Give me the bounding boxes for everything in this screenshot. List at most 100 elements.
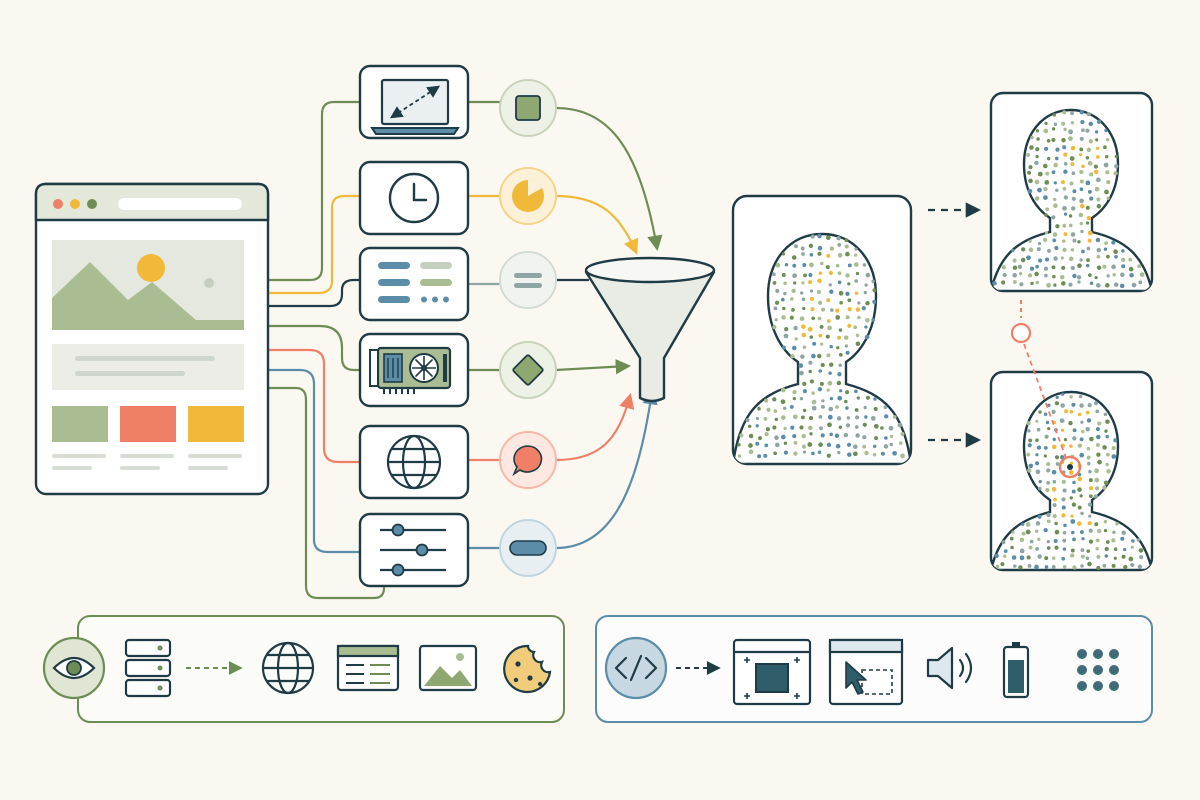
fingerprint-dot — [1046, 468, 1051, 473]
graphics-card-icon — [369, 346, 452, 394]
fingerprint-dot — [811, 399, 817, 405]
fingerprint-dot — [872, 453, 877, 457]
fingerprint-dot — [1019, 548, 1025, 554]
fingerprint-dot — [865, 300, 870, 306]
fingerprint-dot — [809, 289, 814, 293]
fingerprint-dot — [1076, 275, 1082, 280]
fingerprint-dot — [1131, 282, 1137, 288]
fingerprint-dot — [821, 404, 825, 409]
fingerprint-dot — [783, 333, 789, 339]
fingerprint-dot — [1044, 231, 1049, 235]
fingerprint-dot — [1028, 239, 1032, 243]
fingerprint-dot — [1003, 554, 1007, 558]
fingerprint-dot — [1086, 258, 1090, 262]
fingerprint-dot — [774, 417, 779, 422]
fingerprint-dot — [1095, 177, 1101, 183]
fingerprint-dot — [1043, 412, 1048, 416]
fingerprint-dot — [1113, 171, 1118, 176]
fingerprint-dot — [837, 252, 843, 258]
fingerprint-dot — [792, 434, 797, 439]
fingerprint-dot — [1130, 545, 1134, 549]
fingerprint-dot — [1093, 164, 1098, 169]
fingerprint-dot — [1052, 437, 1056, 442]
fingerprint-dot — [836, 380, 842, 386]
fingerprint-dot — [1079, 169, 1084, 175]
signal-box-fonts-list — [358, 246, 470, 322]
fingerprint-dot — [1053, 203, 1058, 208]
fingerprint-dot — [872, 444, 877, 449]
fingerprint-dot — [1043, 527, 1048, 533]
fingerprint-dot — [1046, 480, 1050, 485]
fingerprint-dot — [798, 363, 804, 368]
fingerprint-dot — [1063, 523, 1067, 528]
fingerprint-dot — [1044, 213, 1048, 217]
fingerprint-dot — [1069, 395, 1073, 399]
fingerprint-dot — [1121, 530, 1126, 535]
fingerprint-dot — [1037, 486, 1042, 491]
profile-card-b — [989, 370, 1154, 572]
fingerprint-dot — [1051, 486, 1057, 492]
fingerprint-dot — [871, 279, 875, 284]
fingerprint-dot — [1070, 145, 1076, 151]
fingerprint-dot — [1087, 502, 1093, 507]
fingerprint-dot — [847, 298, 852, 303]
fingerprint-dot — [1086, 455, 1091, 460]
fingerprint-dot — [1128, 266, 1134, 272]
fingerprint-dot — [774, 435, 779, 441]
fingerprint-dot — [1061, 239, 1066, 243]
fingerprint-dot — [1060, 180, 1065, 185]
connector-settings — [266, 368, 362, 554]
fingerprint-dot — [1061, 505, 1066, 510]
fingerprint-dot — [1053, 283, 1057, 287]
fingerprint-dot — [1089, 172, 1094, 177]
fingerprint-dot — [1035, 438, 1039, 442]
fingerprint-dot — [1128, 556, 1134, 562]
fingerprint-dot — [1129, 272, 1134, 278]
fingerprint-dot — [807, 326, 813, 332]
fingerprint-dot — [1037, 187, 1042, 193]
fingerprint-dot — [1102, 264, 1107, 269]
fingerprint-dot — [828, 283, 832, 287]
fingerprint-dot — [1035, 419, 1039, 423]
fingerprint-dot — [1106, 138, 1110, 142]
fingerprint-dot — [1037, 514, 1042, 519]
grid-dot — [1093, 649, 1103, 659]
fingerprint-dot — [889, 442, 893, 447]
fingerprint-dot — [789, 315, 794, 320]
fingerprint-dot — [1080, 229, 1084, 234]
fingerprint-dot — [1063, 161, 1068, 166]
fingerprint-dot — [1085, 556, 1090, 561]
fingerprint-dot — [1046, 156, 1051, 161]
fingerprint-dot — [1089, 196, 1094, 201]
fingerprint-dot — [783, 281, 787, 286]
fingerprint-dot — [864, 450, 869, 456]
fingerprint-dot — [775, 442, 780, 448]
fingerprint-dot — [807, 442, 813, 447]
fingerprint-dot — [826, 253, 831, 258]
fingerprint-dot — [1061, 513, 1066, 518]
fingerprint-dot — [763, 453, 768, 458]
fingerprint-dot — [1104, 546, 1109, 552]
fingerprint-dot — [1027, 443, 1032, 448]
fingerprint-dot — [1062, 531, 1067, 535]
fingerprint-dot — [1105, 170, 1110, 175]
fingerprint-dot — [1037, 241, 1042, 246]
fingerprint-dot — [1028, 438, 1033, 443]
fingerprint-dot — [1103, 480, 1109, 486]
fingerprint-dot — [1085, 263, 1090, 268]
pill-token — [499, 519, 557, 577]
fingerprint-dot — [1044, 273, 1048, 278]
fingerprint-dot — [1025, 529, 1031, 535]
fingerprint-dot — [1044, 180, 1050, 185]
fingerprint-dot — [1089, 494, 1093, 499]
connector-screen — [266, 100, 362, 282]
fingerprint-dot — [817, 251, 822, 256]
fingerprint-dot — [773, 306, 778, 311]
fingerprint-dot — [825, 334, 830, 339]
match-arrows — [928, 202, 982, 448]
fingerprint-dot — [1096, 146, 1100, 150]
fingerprint-dot — [811, 451, 815, 456]
fingerprint-dot — [1001, 265, 1006, 270]
fingerprint-dot — [1054, 401, 1059, 406]
fingerprint-dot — [1070, 265, 1075, 271]
